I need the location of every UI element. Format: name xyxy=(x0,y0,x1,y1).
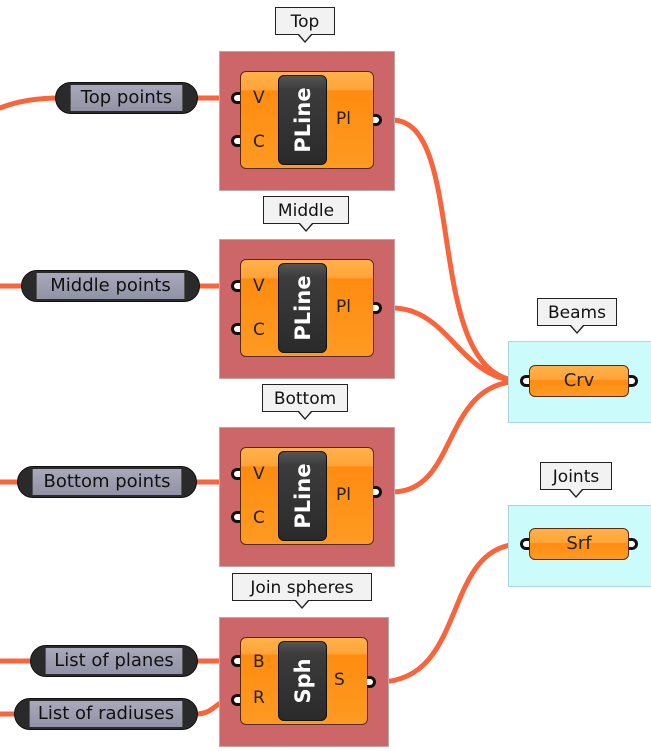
grip-input-c[interactable] xyxy=(231,323,240,335)
param-label-joints: Joints xyxy=(540,462,612,498)
output-s: S xyxy=(334,670,345,690)
grip-input-r[interactable] xyxy=(231,694,240,706)
grip-output-crv[interactable] xyxy=(629,375,638,387)
input-v: V xyxy=(253,88,265,108)
input-b: B xyxy=(253,652,265,672)
curve-param[interactable]: Crv xyxy=(529,365,629,397)
panel-list-of-planes[interactable]: List of planes xyxy=(30,645,198,677)
grip-output-pl[interactable] xyxy=(373,486,382,498)
pline-component-bottom[interactable]: V C PLine Pl xyxy=(240,447,374,545)
panel-text: List of planes xyxy=(45,648,183,674)
grip-input-v[interactable] xyxy=(231,468,240,480)
component-nickname: PLine xyxy=(278,75,327,165)
grip-input-b[interactable] xyxy=(231,655,240,667)
input-r: R xyxy=(253,688,265,708)
sphere-component[interactable]: B R Sph S xyxy=(240,637,368,725)
grip-output-srf[interactable] xyxy=(629,538,638,550)
surface-param[interactable]: Srf xyxy=(529,528,629,560)
grip-input-c[interactable] xyxy=(231,511,240,523)
panel-text: Middle points xyxy=(36,273,185,299)
wire-middle-pl-to-crv xyxy=(389,305,525,384)
grip-input-v[interactable] xyxy=(231,92,240,104)
input-v: V xyxy=(253,276,265,296)
output-pl: Pl xyxy=(336,485,351,505)
input-c: C xyxy=(253,132,265,152)
panel-top-points[interactable]: Top points xyxy=(55,82,198,114)
panel-list-of-radiuses[interactable]: List of radiuses xyxy=(14,698,198,730)
panel-text: Bottom points xyxy=(32,469,182,495)
grip-input-srf[interactable] xyxy=(520,538,529,550)
component-nickname: Sph xyxy=(278,641,327,721)
grip-input-c[interactable] xyxy=(231,135,240,147)
input-c: C xyxy=(253,320,265,340)
wire-top-pl-to-crv xyxy=(389,117,525,384)
wire-sph-to-srf xyxy=(375,541,525,685)
component-nickname: PLine xyxy=(278,263,327,353)
grip-output-s[interactable] xyxy=(367,676,376,688)
panel-middle-points[interactable]: Middle points xyxy=(21,270,200,302)
group-label-top: Top xyxy=(275,7,335,43)
group-label-join-spheres: Join spheres xyxy=(232,573,372,609)
panel-bottom-points[interactable]: Bottom points xyxy=(17,466,197,498)
pline-component-top[interactable]: V C PLine Pl xyxy=(240,71,374,169)
param-label-beams: Beams xyxy=(537,298,617,334)
panel-text: Top points xyxy=(70,85,183,111)
pline-component-middle[interactable]: V C PLine Pl xyxy=(240,259,374,357)
component-nickname: PLine xyxy=(278,451,327,541)
wire-top-input xyxy=(0,95,63,111)
panel-text: List of radiuses xyxy=(29,701,183,727)
grip-input-v[interactable] xyxy=(231,280,240,292)
output-pl: Pl xyxy=(336,109,351,129)
output-pl: Pl xyxy=(336,297,351,317)
grip-input-crv[interactable] xyxy=(520,375,529,387)
input-v: V xyxy=(253,464,265,484)
grip-output-pl[interactable] xyxy=(373,302,382,314)
group-label-bottom: Bottom xyxy=(262,384,348,420)
wire-bottom-pl-to-crv xyxy=(389,378,525,495)
group-label-middle: Middle xyxy=(263,196,349,232)
grip-output-pl[interactable] xyxy=(373,114,382,126)
input-c: C xyxy=(253,508,265,528)
